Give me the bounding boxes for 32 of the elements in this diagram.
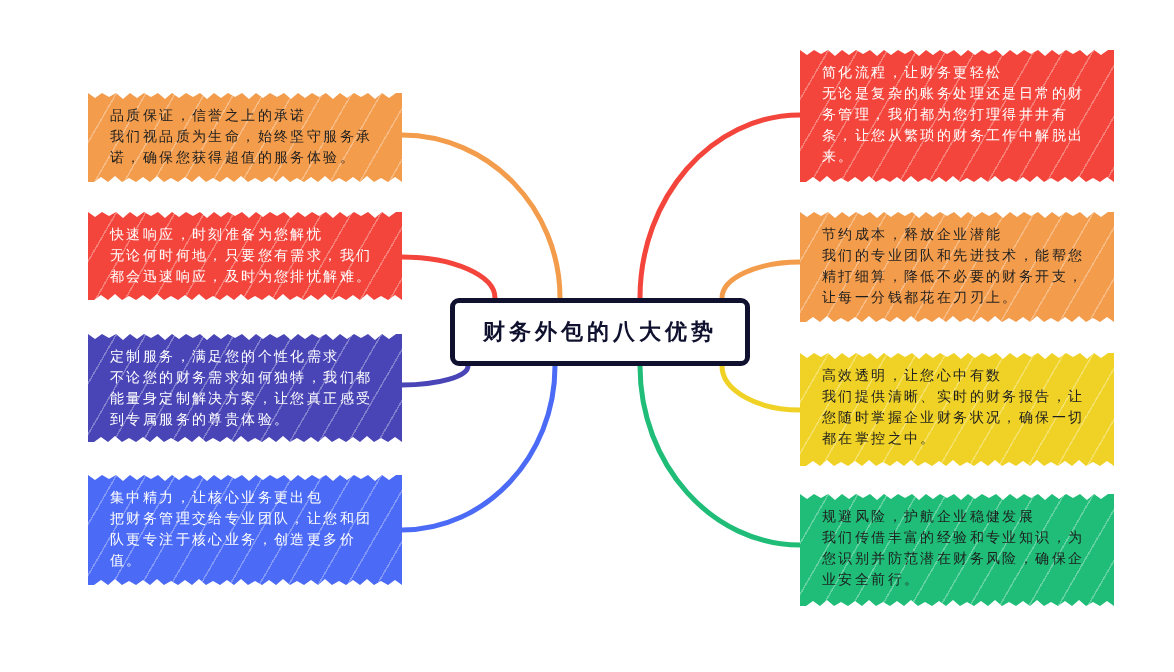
topic-box xyxy=(800,353,1114,466)
topic-heading: 高效透明，让您心中有数 xyxy=(822,366,1004,385)
topic-box xyxy=(88,334,402,442)
branch-line xyxy=(401,132,563,299)
topic-heading: 规避风险，护航企业稳健发展 xyxy=(822,507,1037,526)
branch-line xyxy=(401,365,558,533)
branch-line xyxy=(637,112,801,299)
topic-box xyxy=(88,475,402,585)
topic-text: 无论是复杂的账务处理还是日常的财务管理，我们都为您打理得井井有条，让您从繁琐的财务工作中解脱出来。 xyxy=(822,84,1086,166)
topic-heading: 简化流程，让财务更轻松 xyxy=(822,63,1004,82)
branch-line xyxy=(401,254,498,299)
topic-box xyxy=(88,212,402,300)
topic-box xyxy=(800,212,1114,322)
topic-heading: 集中精力，让核心业务更出包 xyxy=(110,488,325,507)
topic-box xyxy=(800,50,1114,182)
branch-line xyxy=(637,365,801,548)
topic-heading: 快速响应，时刻准备为您解忧 xyxy=(110,225,325,244)
topic-heading: 节约成本，释放企业潜能 xyxy=(822,225,1004,244)
topic-box xyxy=(88,93,402,182)
central-topic-box: 财务外包的八大优势 xyxy=(450,298,750,366)
topic-text: 不论您的财务需求如何独特，我们都能量身定制解决方案，让您真正感受到专属服务的尊贵体验。 xyxy=(110,368,374,429)
branch-line xyxy=(719,365,801,413)
topic-text: 我们传借丰富的经验和专业知识，为您识别并防范潜在财务风险，确保企业安全前行。 xyxy=(822,528,1086,589)
topic-heading: 定制服务，满足您的个性化需求 xyxy=(110,347,341,366)
topic-text: 我们的专业团队和先进技术，能帮您精打细算，降低不必要的财务开支，让每一分钱都花在刀刃上。 xyxy=(822,246,1086,307)
topic-heading: 品质保证，信誉之上的承诺 xyxy=(110,106,308,125)
topic-box xyxy=(800,494,1114,606)
topic-text: 我们视品质为生命，始终坚守服务承诺，确保您获得超值的服务体验。 xyxy=(110,127,374,167)
topic-text: 无论何时何地，只要您有需求，我们都会迅速响应，及时为您排忧解难。 xyxy=(110,246,374,286)
topic-text: 把财务管理交给专业团队，让您和团队更专注于核心业务，创造更多价值。 xyxy=(110,509,374,570)
topic-text: 我们提供清晰、实时的财务报告，让您随时掌握企业财务状况，确保一切都在掌控之中。 xyxy=(822,387,1086,448)
branch-line xyxy=(401,365,471,388)
